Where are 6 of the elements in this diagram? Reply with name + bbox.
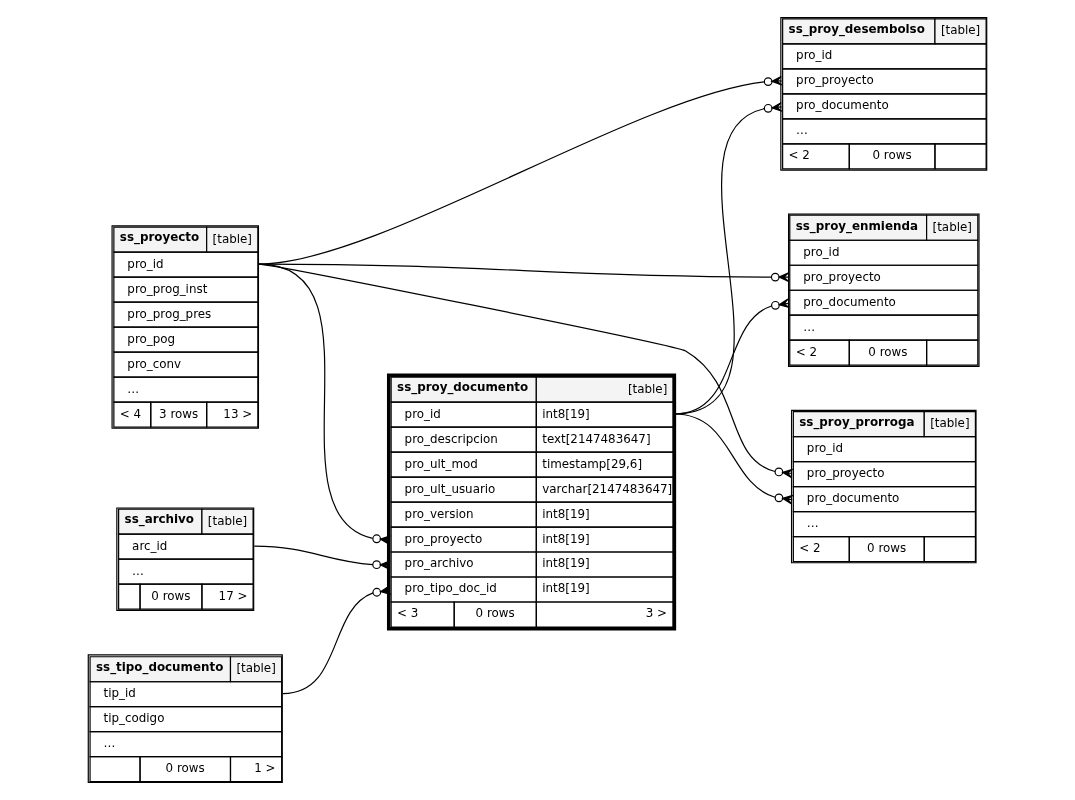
connector [258,263,794,479]
connector [282,585,392,695]
connector [258,263,790,282]
connector [673,413,794,505]
connector [253,545,391,570]
connector [258,263,391,545]
